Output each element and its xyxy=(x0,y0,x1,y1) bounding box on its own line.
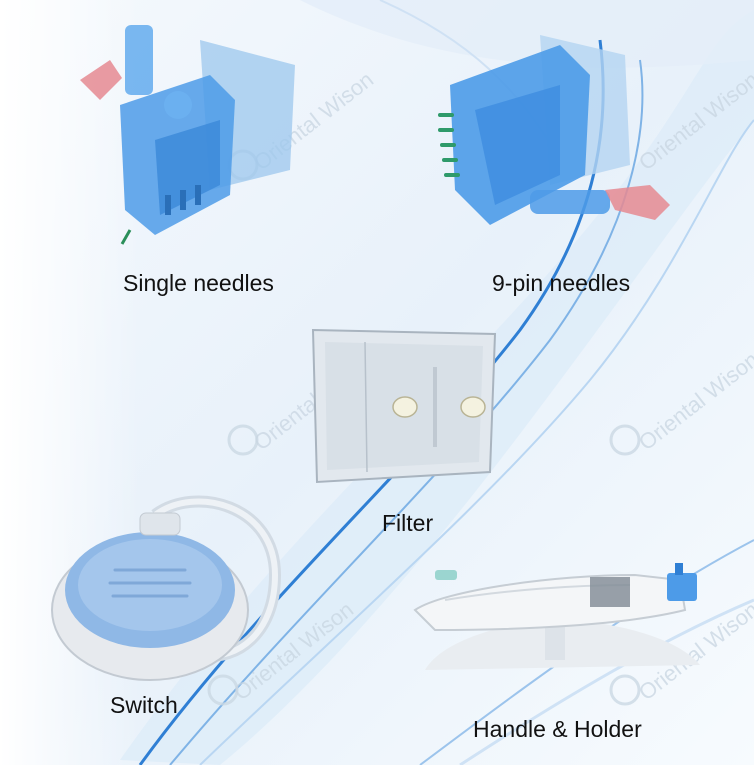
handle-holder-image xyxy=(413,563,700,670)
label-filter: Filter xyxy=(382,510,434,536)
label-switch: Switch xyxy=(110,692,178,718)
single-needle-image xyxy=(80,25,295,245)
foot-switch-image xyxy=(51,495,282,681)
label-single-needles: Single needles xyxy=(123,270,274,296)
filter-image xyxy=(311,328,497,484)
nine-pin-needle-image xyxy=(438,35,670,225)
label-nine-pin-needles: 9-pin needles xyxy=(492,270,631,296)
label-handle-holder: Handle & Holder xyxy=(473,716,642,742)
